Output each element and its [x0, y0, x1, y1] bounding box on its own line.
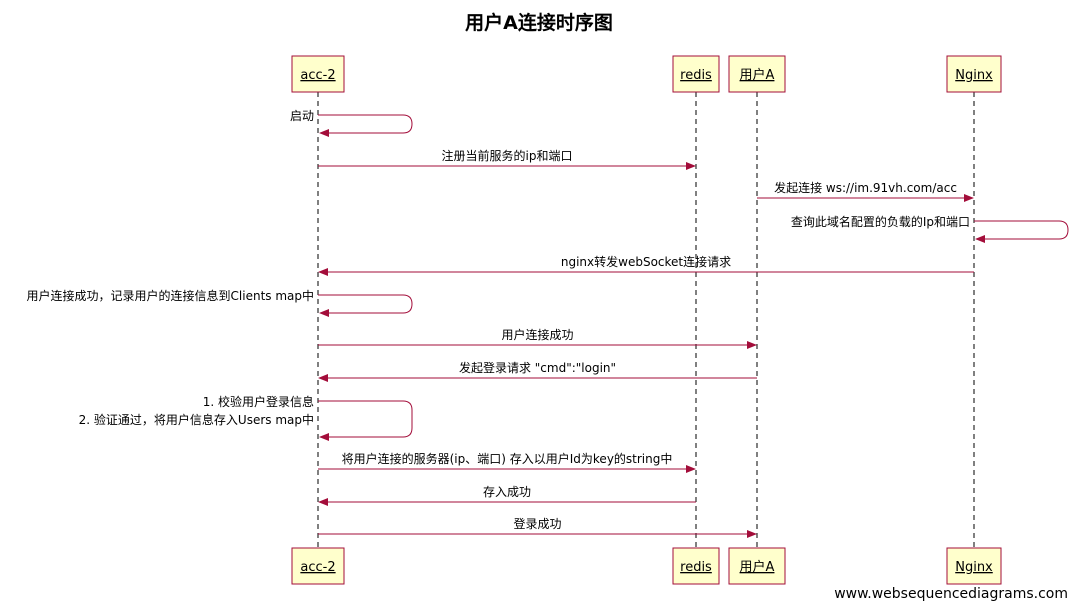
message-11: 存入成功 — [318, 485, 696, 506]
self-message-arrow — [318, 114, 413, 137]
participant-box — [291, 55, 345, 93]
message-label: 存入成功 — [483, 485, 531, 499]
message-label: 将用户连接的服务器(ip、端口) 存入以用户Id为key的string中 — [342, 451, 673, 466]
participant-nginx-bottom: Nginx — [946, 547, 1002, 585]
self-message-arrow — [318, 294, 413, 317]
message-label: 用户连接成功，记录用户的连接信息到Clients map中 — [27, 288, 314, 303]
message-6: 用户连接成功，记录用户的连接信息到Clients map中 — [27, 288, 413, 317]
participant-userA-bottom: 用户A — [728, 547, 786, 585]
message-label: 用户连接成功 — [501, 327, 573, 342]
participant-label: Nginx — [955, 68, 993, 83]
participant-redis-top: redis — [672, 55, 720, 93]
participant-label: 用户A — [740, 559, 775, 575]
participant-label: acc-2 — [300, 68, 335, 83]
message-10: 将用户连接的服务器(ip、端口) 存入以用户Id为key的string中 — [318, 451, 696, 473]
participant-box — [728, 547, 786, 585]
participants-bottom: acc-2 redis 用户A Nginx — [291, 547, 1002, 585]
participant-acc-bottom: acc-2 — [291, 547, 345, 585]
participant-box — [946, 547, 1002, 585]
message-label: 1. 校验用户登录信息 — [203, 394, 314, 409]
message-2: 注册当前服务的ip和端口 — [318, 148, 696, 170]
participant-box — [946, 55, 1002, 93]
participant-userA-top: 用户A — [728, 55, 786, 93]
participant-acc-top: acc-2 — [291, 55, 345, 93]
message-7: 用户连接成功 — [318, 327, 757, 349]
message-12: 登录成功 — [318, 516, 757, 538]
participant-label: 用户A — [740, 67, 775, 83]
lifelines — [317, 92, 975, 548]
footer-watermark: www.websequencediagrams.com — [834, 586, 1068, 602]
message-label: nginx转发webSocket连接请求 — [561, 254, 731, 269]
participant-box — [291, 547, 345, 585]
message-8: 发起登录请求 "cmd":"login" — [318, 360, 757, 382]
message-5: nginx转发webSocket连接请求 — [318, 254, 974, 276]
message-label: 发起连接 ws://im.91vh.com/acc — [774, 180, 957, 195]
message-3: 发起连接 ws://im.91vh.com/acc — [757, 180, 974, 202]
message-label: 启动 — [290, 109, 314, 123]
message-9: 1. 校验用户登录信息 2. 验证通过，将用户信息存入Users map中 — [79, 394, 413, 441]
participant-label: redis — [680, 560, 712, 575]
message-4: 查询此域名配置的负载的Ip和端口 — [791, 214, 1069, 243]
participant-redis-bottom: redis — [672, 547, 720, 585]
participant-nginx-top: Nginx — [946, 55, 1002, 93]
message-label: 注册当前服务的ip和端口 — [442, 148, 573, 163]
message-label: 查询此域名配置的负载的Ip和端口 — [791, 214, 970, 229]
participants-top: acc-2 redis 用户A Nginx — [291, 55, 1002, 93]
diagram-title: 用户A连接时序图 — [465, 11, 613, 34]
participant-box — [672, 547, 720, 585]
message-label: 2. 验证通过，将用户信息存入Users map中 — [79, 412, 314, 427]
self-message-arrow — [318, 400, 413, 441]
participant-label: redis — [680, 68, 712, 83]
participant-box — [672, 55, 720, 93]
participant-label: acc-2 — [300, 560, 335, 575]
participant-box — [728, 55, 786, 93]
participant-label: Nginx — [955, 560, 993, 575]
message-label: 发起登录请求 "cmd":"login" — [459, 360, 616, 375]
message-1: 启动 — [290, 109, 413, 137]
message-label: 登录成功 — [513, 516, 561, 531]
self-message-arrow — [974, 220, 1069, 243]
